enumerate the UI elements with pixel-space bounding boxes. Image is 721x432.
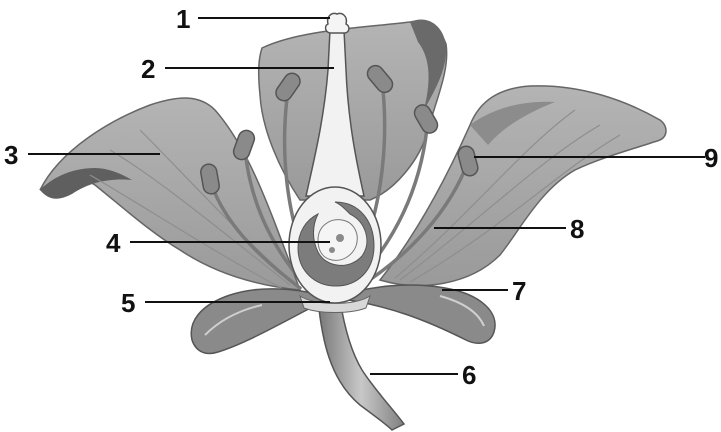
- label-receptacle: 5: [121, 288, 135, 318]
- ovule-dot: [336, 234, 344, 242]
- left-petal: [40, 98, 300, 290]
- left-sepal: [191, 289, 330, 354]
- label-sepal: 7: [512, 276, 526, 306]
- label-style: 2: [141, 54, 155, 84]
- stigma-shape: [326, 13, 349, 33]
- label-ovule: 4: [106, 228, 121, 258]
- label-petal: 3: [4, 140, 18, 170]
- ovule-dot: [329, 247, 335, 253]
- label-stem: 6: [462, 360, 476, 390]
- stem-shape: [318, 300, 404, 430]
- label-stigma: 1: [176, 4, 190, 34]
- label-filament: 8: [570, 214, 584, 244]
- label-anther: 9: [704, 143, 718, 173]
